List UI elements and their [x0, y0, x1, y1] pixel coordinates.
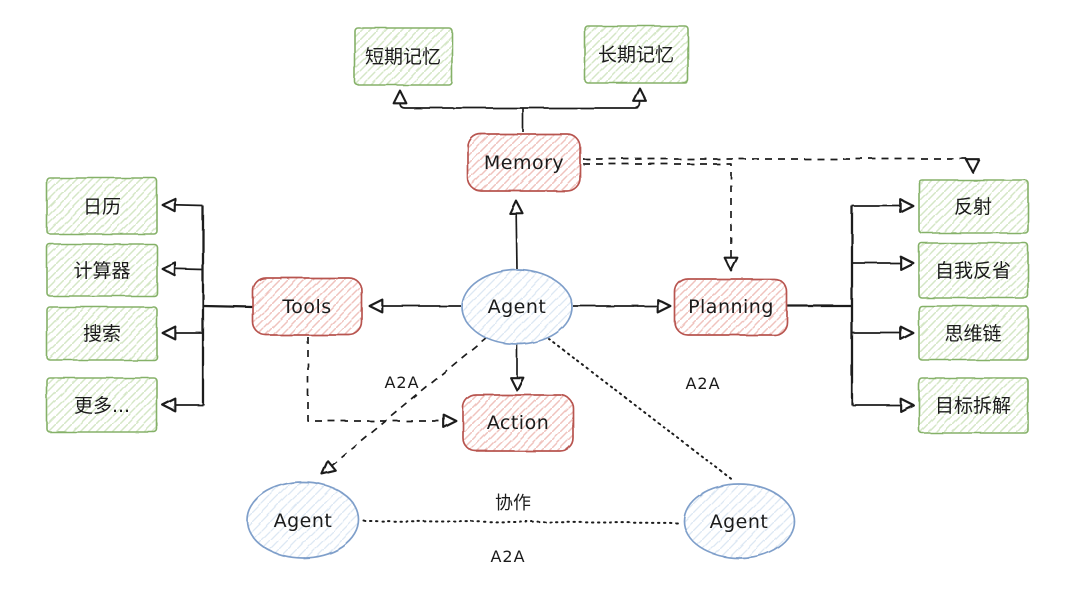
search-box	[46, 306, 158, 361]
more-box	[46, 377, 158, 433]
edge-agent-to-agent-bottom-left	[320, 336, 488, 475]
edge-bracket-to-calendar	[161, 197, 204, 213]
planning-label: Planning	[688, 296, 774, 318]
tools-label: Tools	[281, 296, 331, 318]
edge-tools-bracket-stem	[202, 304, 254, 309]
agent-bottom-right-label: Agent	[710, 511, 769, 533]
edge-memory-to-planning	[583, 163, 739, 272]
self-reflection-box	[918, 242, 1029, 299]
a2a-left-label: A2A	[384, 373, 419, 392]
edge-memory-to-long-term	[523, 87, 648, 109]
edge-agent-bl-to-agent-br	[363, 520, 682, 524]
agent-bottom-left-label: Agent	[274, 510, 333, 532]
more-label: 更多...	[74, 395, 130, 417]
a2a-bottom-label: A2A	[490, 547, 525, 566]
calculator-box	[46, 243, 158, 297]
agent-label: Agent	[488, 296, 547, 318]
edge-memory-to-short-term	[392, 89, 523, 109]
chain-of-thought-label: 思维链	[944, 323, 1001, 345]
agent-bottom-left-ellipse	[246, 481, 360, 559]
edge-agent-to-memory	[508, 199, 524, 270]
memory-box	[467, 133, 581, 192]
chain-of-thought-box	[918, 305, 1029, 361]
tools-box	[252, 277, 363, 336]
a2a-right-label: A2A	[685, 374, 720, 393]
reflection-label: 反射	[954, 196, 992, 218]
calendar-box	[46, 177, 158, 235]
edge-memory-to-reflection	[583, 158, 981, 174]
self-reflection-label: 自我反省	[935, 260, 1011, 282]
edge-agent-to-agent-bottom-right	[548, 338, 735, 482]
edge-bracket-to-calculator	[161, 261, 204, 277]
long-term-memory-box	[584, 25, 689, 84]
calendar-label: 日历	[83, 196, 121, 218]
agent-ellipse	[461, 269, 573, 345]
goal-decomposition-label: 目标拆解	[935, 395, 1011, 417]
short-term-memory-box	[354, 27, 453, 86]
planning-box	[674, 278, 788, 336]
memory-label: Memory	[484, 152, 564, 174]
action-label: Action	[487, 412, 550, 434]
calculator-label: 计算器	[73, 260, 130, 282]
agent-bottom-right-ellipse	[683, 483, 795, 559]
collaboration-label: 协作	[495, 493, 531, 514]
search-label: 搜索	[83, 323, 121, 345]
edge-tools-to-action	[307, 337, 458, 429]
short-term-memory-label: 短期记忆	[365, 46, 441, 68]
action-box	[462, 394, 574, 452]
goal-decomposition-box	[918, 377, 1029, 434]
long-term-memory-label: 长期记忆	[598, 44, 674, 66]
reflection-box	[918, 179, 1029, 234]
